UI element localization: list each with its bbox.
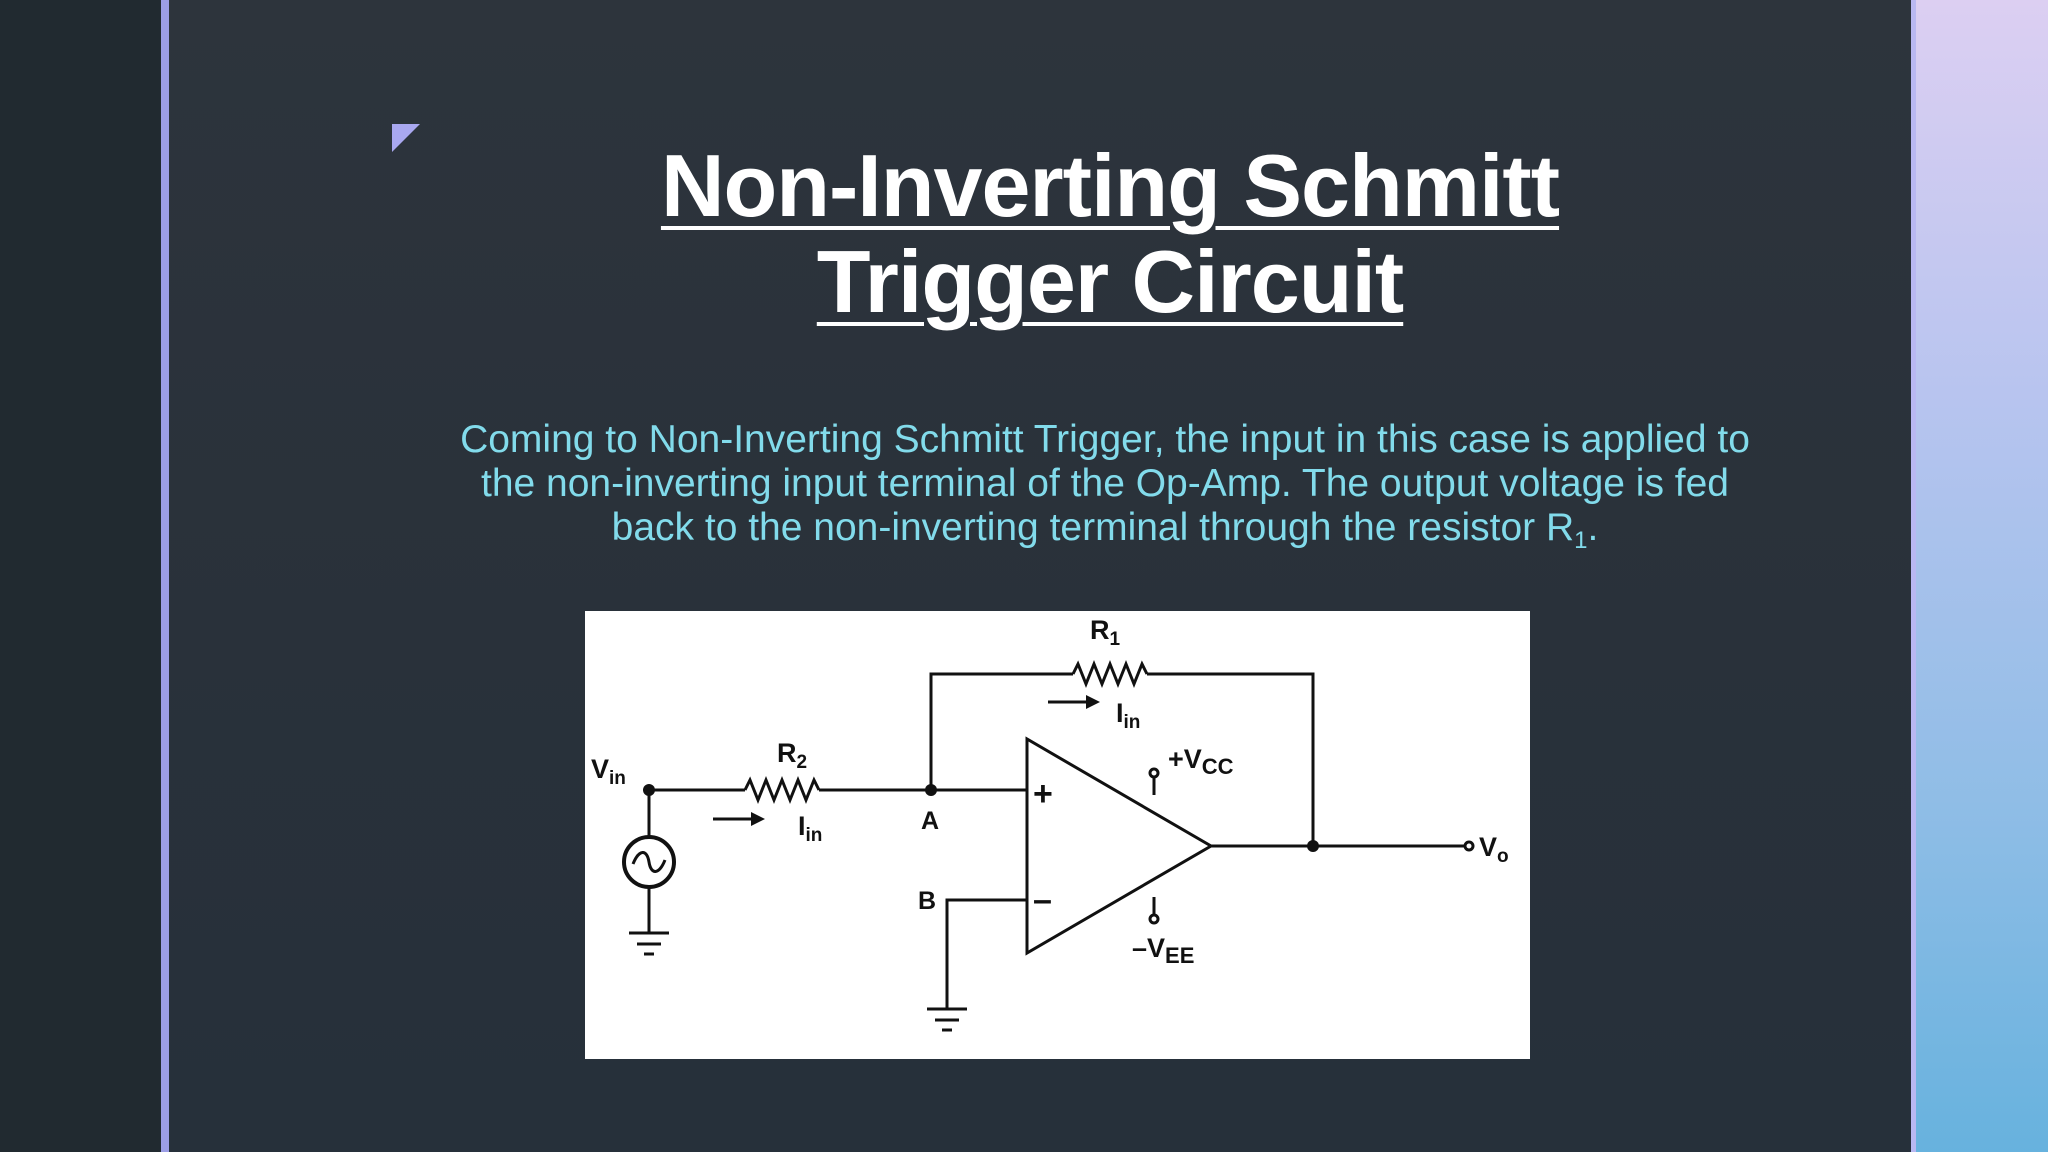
resistor-r2 xyxy=(743,775,821,805)
title-line-1: Non-Inverting Schmitt xyxy=(660,136,1560,235)
plus-sign-label: + xyxy=(1033,775,1053,813)
slide-body-text: Coming to Non-Inverting Schmitt Trigger,… xyxy=(440,418,1770,553)
arrowhead-left-icon xyxy=(751,812,765,826)
output-terminal xyxy=(1463,840,1475,852)
right-accent-rule xyxy=(1911,0,1916,1152)
vee-label: –VEE xyxy=(1132,933,1194,968)
left-side-band xyxy=(0,0,161,1152)
slide-title: Non-Inverting Schmitt Trigger Circuit xyxy=(300,138,1920,330)
sine-wave-icon xyxy=(631,851,667,873)
resistor-r1 xyxy=(1071,659,1149,689)
opamp-triangle xyxy=(1025,736,1214,956)
body-end-text: . xyxy=(1587,506,1599,549)
node-b-label: B xyxy=(918,887,936,915)
vo-label: Vo xyxy=(1479,832,1509,867)
title-line-2: Trigger Circuit xyxy=(816,232,1404,331)
wire-minus-input xyxy=(945,898,1027,1009)
minus-sign-label: – xyxy=(1033,881,1052,919)
body-main-text: Coming to Non-Inverting Schmitt Trigger,… xyxy=(460,418,1750,549)
vee-terminal xyxy=(1148,913,1160,925)
node-a-label: A xyxy=(921,807,939,835)
junction-vin xyxy=(643,784,655,796)
iin-left-label: Iin xyxy=(798,811,822,846)
right-side-band xyxy=(1916,0,2048,1152)
junction-output xyxy=(1307,840,1319,852)
arrowhead-top-icon xyxy=(1086,695,1100,709)
left-accent-rule xyxy=(161,0,169,1152)
vcc-label: +VCC xyxy=(1168,744,1234,779)
corner-triangle-icon xyxy=(392,124,420,152)
wire-feedback-right xyxy=(1147,672,1315,846)
circuit-svg: R1 Iin R2 Iin Vin A B + – +VCC –VEE Vo xyxy=(591,615,1509,1032)
iin-top-label: Iin xyxy=(1116,698,1140,733)
wire-feedback-left xyxy=(929,672,1073,790)
circuit-diagram: R1 Iin R2 Iin Vin A B + – +VCC –VEE Vo xyxy=(585,611,1530,1059)
junction-a xyxy=(925,784,937,796)
r2-label: R2 xyxy=(777,738,807,773)
r1-label: R1 xyxy=(1090,615,1121,650)
vin-label: Vin xyxy=(591,754,626,789)
vcc-terminal xyxy=(1148,767,1160,779)
body-subscript: 1 xyxy=(1574,527,1588,554)
